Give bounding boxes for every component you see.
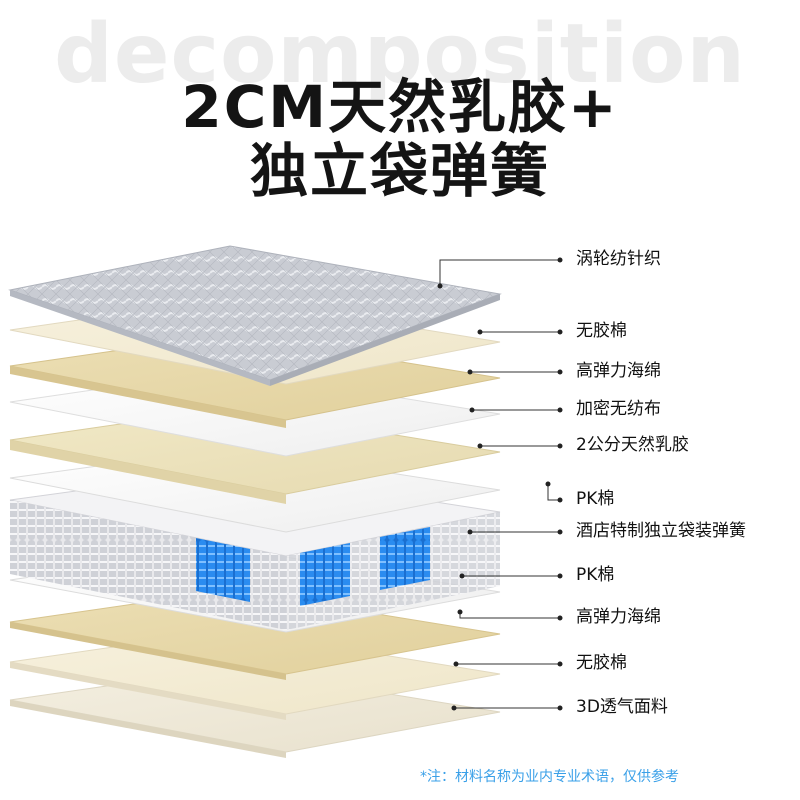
layer-label: 酒店特制独立袋装弹簧 [576, 521, 746, 541]
leader-end-dot [557, 705, 563, 711]
leader-dot [467, 369, 473, 375]
layer-knit-fabric [8, 245, 502, 386]
leader-dot [545, 481, 551, 487]
title-line-1: 2CM天然乳胶+ [181, 73, 619, 141]
leader-end-dot [557, 661, 563, 667]
title-line-2: 独立袋弹簧 [249, 137, 550, 205]
layer-label: 加密无纺布 [576, 399, 661, 419]
layer-label: PK棉 [576, 565, 615, 585]
layer-label: PK棉 [576, 489, 615, 509]
layer-label: 2公分天然乳胶 [576, 435, 689, 455]
leader-end-dot [557, 573, 563, 579]
watermark-text: decomposition [54, 7, 746, 102]
leader-line [547, 484, 560, 501]
leader-dot [457, 609, 463, 615]
leader-end-dot [557, 257, 563, 263]
layer-label: 无胶棉 [576, 321, 627, 341]
footnote: *注：材料名称为业内专业术语，仅供参考 [420, 769, 679, 785]
leader-dot [477, 443, 483, 449]
layer-label: 高弹力海绵 [576, 361, 661, 381]
leader-dot [437, 283, 443, 289]
leader-end-dot [557, 329, 563, 335]
leader-lines [437, 257, 563, 711]
leader-dot [453, 661, 459, 667]
leader-end-dot [557, 615, 563, 621]
leader-end-dot [557, 443, 563, 449]
leader-line [459, 612, 560, 619]
layer-label: 无胶棉 [576, 653, 627, 673]
leader-dot [459, 573, 465, 579]
layer-label: 涡轮纺针织 [576, 249, 661, 269]
leader-end-dot [557, 407, 563, 413]
layer-label: 3D透气面料 [576, 697, 668, 717]
leader-line [439, 259, 560, 286]
leader-end-dot [557, 529, 563, 535]
layer-label: 高弹力海绵 [576, 607, 661, 627]
leader-end-dot [557, 369, 563, 375]
leader-dot [451, 705, 457, 711]
leader-end-dot [557, 497, 563, 503]
leader-dot [469, 407, 475, 413]
leader-dot [477, 329, 483, 335]
leader-dot [467, 529, 473, 535]
